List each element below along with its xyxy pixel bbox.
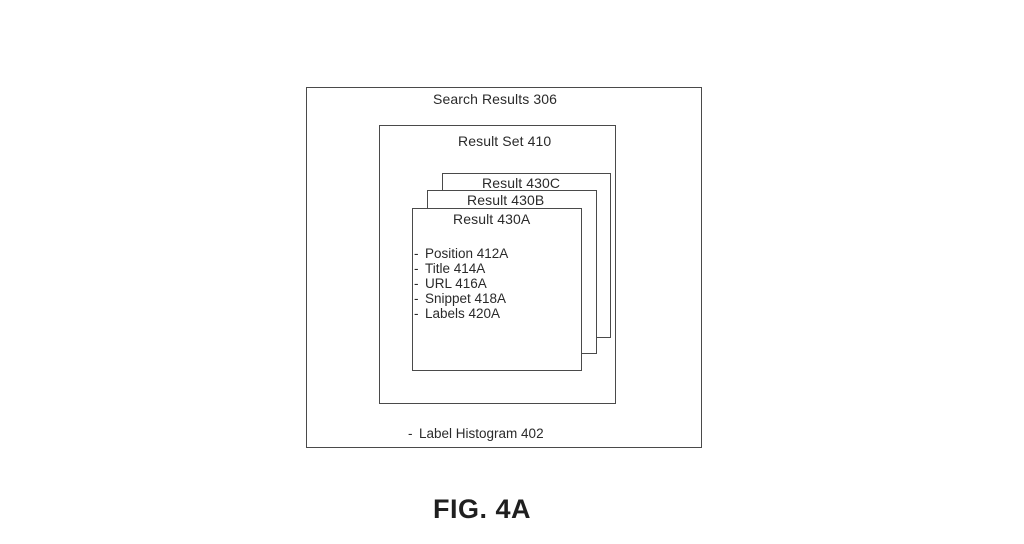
histogram-list: Label Histogram 402 bbox=[408, 426, 544, 441]
result-b-label: Result 430B bbox=[467, 192, 545, 208]
field-labels: Labels 420A bbox=[414, 306, 508, 321]
search-results-label: Search Results 306 bbox=[433, 91, 557, 107]
result-set-label: Result Set 410 bbox=[458, 133, 552, 149]
result-a-label: Result 430A bbox=[453, 211, 531, 227]
field-url: URL 416A bbox=[414, 276, 508, 291]
field-position: Position 412A bbox=[414, 246, 508, 261]
figure-caption: FIG. 4A bbox=[433, 494, 532, 524]
field-snippet: Snippet 418A bbox=[414, 291, 508, 306]
result-c-label: Result 430C bbox=[482, 175, 561, 191]
result-fields-list: Position 412A Title 414A URL 416A Snippe… bbox=[414, 246, 508, 321]
label-histogram: Label Histogram 402 bbox=[408, 426, 544, 441]
field-title: Title 414A bbox=[414, 261, 508, 276]
